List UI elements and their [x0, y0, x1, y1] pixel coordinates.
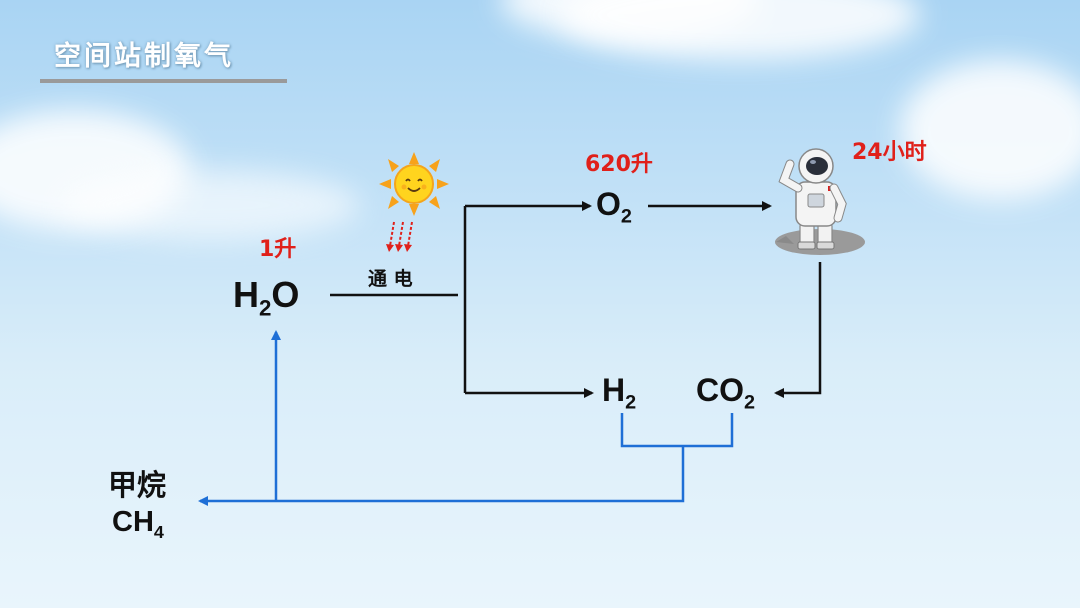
co2-base: CO [696, 372, 744, 408]
co2-formula: CO2 [696, 372, 755, 415]
hydrogen-formula: H2 [602, 372, 636, 415]
oxygen-base: O [596, 186, 621, 222]
electrolysis-label: 通 电 [368, 268, 413, 290]
water-base: H [233, 274, 259, 315]
co2-subscript: 2 [744, 391, 756, 414]
methane-subscript: 4 [153, 521, 164, 542]
oxygen-formula: O2 [596, 186, 632, 229]
water-subscript: 2 [259, 295, 272, 321]
astronaut-icon [775, 148, 865, 255]
methane-formula: CH4 [112, 506, 164, 543]
merge-down-line [198, 446, 685, 506]
astronaut-to-co2-arrow [774, 262, 822, 398]
oxygen-amount: 620升 [585, 152, 653, 177]
water-rest: O [271, 274, 300, 315]
water-amount: 1升 [259, 237, 297, 262]
title-underline [40, 79, 287, 83]
astronaut-duration: 24小时 [852, 140, 927, 165]
methane-base: CH [112, 506, 154, 538]
oxygen-subscript: 2 [620, 205, 632, 228]
cloud [900, 60, 1080, 200]
water-formula: H2O [233, 274, 299, 321]
methane-name: 甲烷 [108, 468, 167, 502]
sun-icon [379, 152, 449, 216]
sunlight-arrows-icon [386, 221, 413, 252]
hydrogen-base: H [602, 372, 626, 408]
hydrogen-subscript: 2 [625, 391, 637, 414]
cloud [60, 170, 360, 240]
page-title: 空间站制氧气 [54, 41, 234, 72]
merge-bracket [620, 413, 734, 448]
